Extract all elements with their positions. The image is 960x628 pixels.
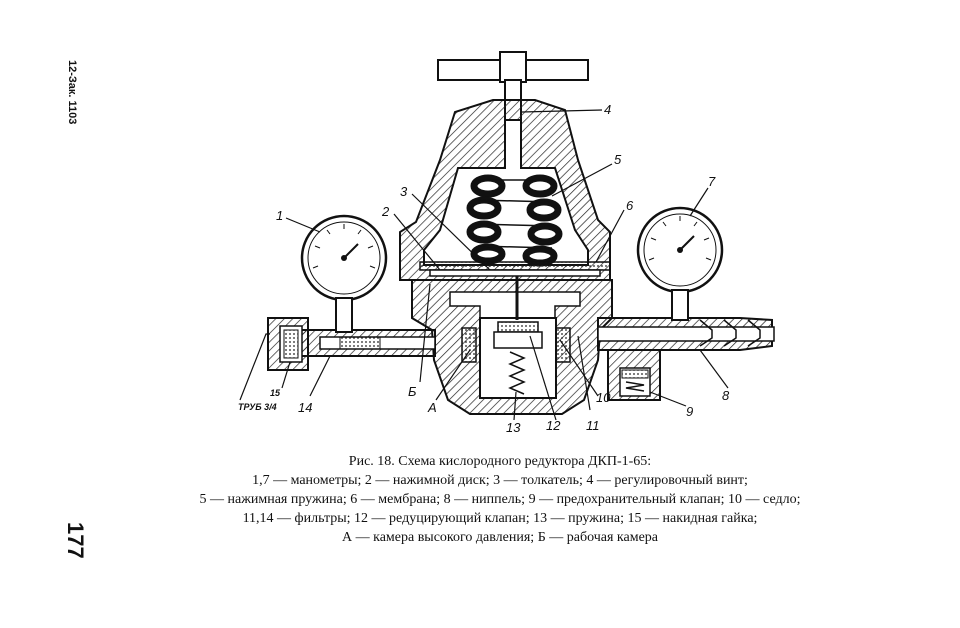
- label-3: 3: [400, 184, 408, 199]
- label-12: 12: [546, 418, 561, 433]
- label-2: 2: [381, 204, 390, 219]
- label-A: А: [427, 400, 437, 415]
- label-9: 9: [686, 404, 693, 419]
- label-B: Б: [408, 384, 417, 399]
- reducer-diagram: 4 5 6 7 3 2 1 Б А 10 11 12 13 8 9 14 15 …: [238, 51, 775, 435]
- outlet-nipple: [597, 317, 775, 351]
- label-4: 4: [604, 102, 611, 117]
- page-number: 177: [63, 522, 88, 559]
- main-body: [411, 276, 613, 415]
- caption-title: Рис. 18. Схема кислородного редуктора ДК…: [348, 454, 652, 469]
- label-11: 11: [586, 418, 600, 433]
- figure-caption: Рис. 18. Схема кислородного редуктора ДК…: [100, 452, 900, 547]
- caption-line: А — камера высокого давления; Б — рабоча…: [342, 530, 658, 545]
- pressure-gauge-7: [636, 206, 724, 321]
- safety-valve: [607, 349, 661, 401]
- label-trub: ТРУБ 3/4: [238, 402, 277, 412]
- label-6: 6: [626, 198, 634, 213]
- caption-line: 11,14 — фильтры; 12 — редуцирующий клапа…: [242, 511, 758, 526]
- label-10: 10: [596, 390, 611, 405]
- label-7: 7: [708, 174, 716, 189]
- label-5: 5: [614, 152, 622, 167]
- label-1: 1: [276, 208, 283, 223]
- leader-lines: [239, 109, 729, 421]
- label-13: 13: [506, 420, 521, 435]
- caption-line: 1,7 — манометры; 2 — нажимной диск; 3 — …: [252, 473, 748, 488]
- pressure-gauge-1: [300, 214, 388, 333]
- label-14: 14: [298, 400, 312, 415]
- membrane: [419, 261, 611, 277]
- label-15: 15: [270, 388, 281, 398]
- label-8: 8: [722, 388, 730, 403]
- inlet-pipe: [267, 317, 436, 371]
- caption-line: 5 — нажимная пружина; 6 — мембрана; 8 — …: [199, 492, 801, 507]
